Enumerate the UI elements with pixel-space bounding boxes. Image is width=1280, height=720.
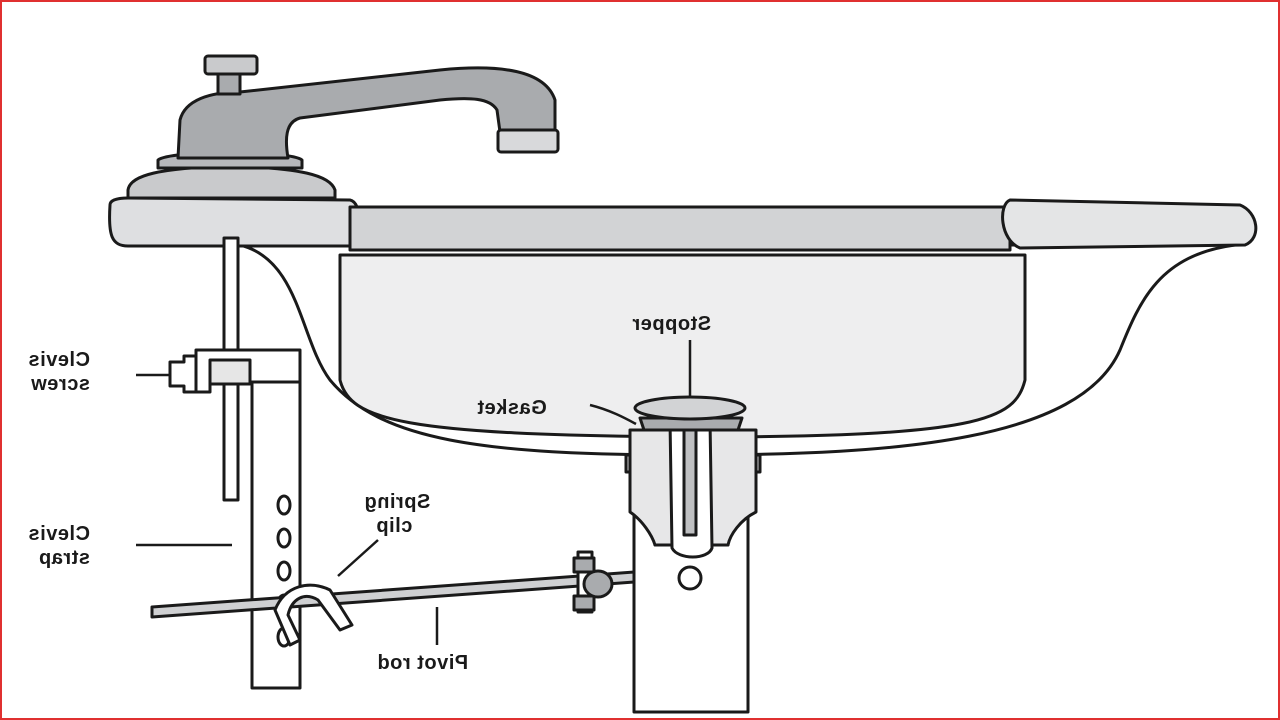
faucet-handle-knob [203,54,259,76]
clevis-screw [168,354,198,394]
label-gasket: Gasket [477,396,547,420]
label-gasket-text: Gasket [477,397,547,419]
faucet-aerator [496,128,560,154]
pivot-ball [582,569,614,599]
label-pivot-rod-text: Pivot rod [377,652,469,674]
pivot-nut-flange [572,556,596,574]
leader-spring-clip [337,539,379,577]
stopper-stem-slot [682,423,698,537]
label-stopper-text: Stopper [632,313,712,335]
label-clevis-strap-line2: strap [38,547,90,569]
label-clevis-screw-line1: Clevis [28,349,90,371]
clevis-clamp-jaw [208,358,252,386]
stopper-cap [633,395,747,421]
label-spring-clip-line2: clip [375,515,413,537]
label-stopper: Stopper [632,312,711,336]
label-spring-clip-line1: Spring [364,491,431,513]
stopper-eye [677,565,703,591]
sink-rim-right [1001,198,1258,250]
label-clevis-strap-line1: Clevis [28,523,90,545]
leader-gasket [589,403,637,426]
label-clevis-strap: Clevis strap [28,522,90,570]
clevis-strap-hole [276,494,292,516]
label-spring-clip: Spring clip [364,490,430,538]
label-clevis-screw-line2: screw [30,373,90,395]
clevis-strap-hole [276,527,292,549]
pivot-nut-flange [572,594,596,612]
label-clevis-screw: Clevis screw [28,348,90,396]
clevis-strap-bar [250,368,302,690]
faucet-base [126,164,337,200]
clevis-strap-hole [276,560,292,582]
label-pivot-rod: Pivot rod [377,651,468,675]
sink-rim-back [348,205,1012,252]
spring-clip [273,583,354,647]
